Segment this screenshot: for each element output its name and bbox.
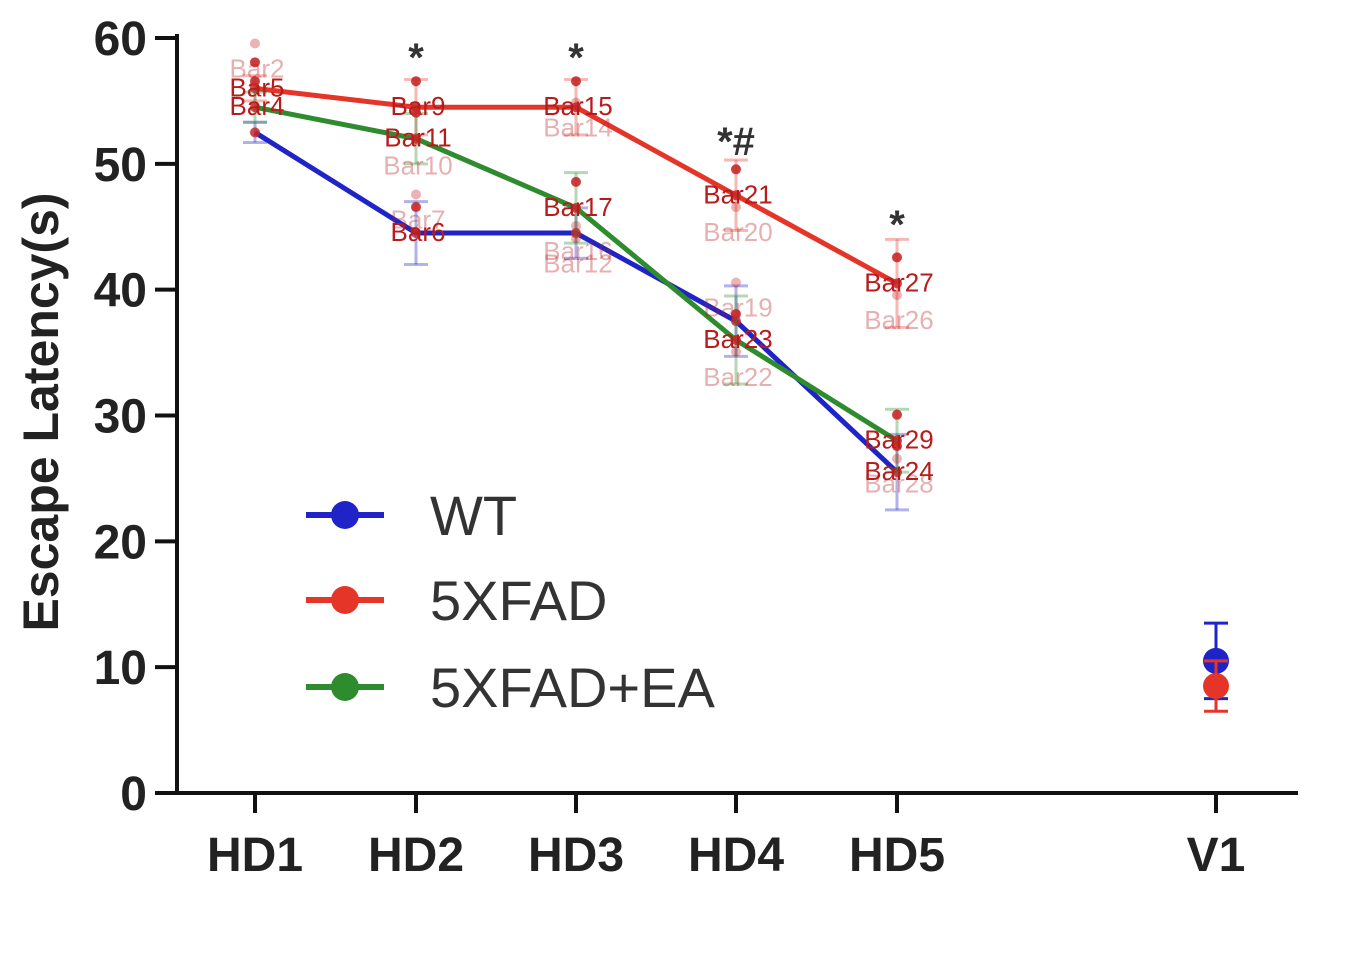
legend-label: 5XFAD bbox=[430, 569, 607, 632]
series-5xfad-ea bbox=[243, 90, 909, 474]
label-dot bbox=[411, 76, 421, 87]
legend-item: 5XFAD+EA bbox=[306, 656, 715, 719]
bar-label: Bar28 bbox=[864, 469, 933, 499]
label-dot bbox=[411, 135, 421, 146]
label-dot bbox=[731, 277, 741, 288]
y-tick-label: 0 bbox=[120, 768, 147, 821]
significance-marker: *# bbox=[717, 120, 755, 164]
label-dot bbox=[571, 176, 581, 187]
bar-label: Bar4 bbox=[230, 91, 285, 121]
label-dot bbox=[571, 233, 581, 244]
data-point bbox=[250, 83, 260, 94]
label-dot bbox=[250, 57, 260, 68]
y-tick-label: 40 bbox=[94, 265, 147, 318]
legend: WT 5XFAD 5XFAD+EA bbox=[306, 484, 715, 719]
legend-label: 5XFAD+EA bbox=[430, 656, 715, 719]
bar-label: Bar16 bbox=[543, 236, 612, 266]
label-dot bbox=[571, 220, 581, 231]
data-point bbox=[731, 316, 741, 327]
x-tick-label: HD4 bbox=[688, 829, 784, 882]
data-point bbox=[571, 202, 581, 213]
label-dot bbox=[731, 202, 741, 213]
y-axis-label: Escape Latency(s) bbox=[13, 192, 69, 631]
bar-label: Bar20 bbox=[703, 217, 772, 247]
label-dot bbox=[411, 189, 421, 200]
bar-label: Bar10 bbox=[383, 150, 452, 180]
legend-marker bbox=[331, 586, 359, 614]
bar-label: Bar12 bbox=[543, 249, 612, 279]
data-point bbox=[1203, 673, 1229, 700]
bar-label: Bar19 bbox=[703, 293, 772, 323]
label-dot bbox=[892, 409, 902, 420]
label-dot bbox=[411, 202, 421, 213]
x-tick-label: V1 bbox=[1187, 829, 1246, 882]
label-dot bbox=[892, 441, 902, 452]
significance-marker: * bbox=[408, 36, 424, 80]
data-point bbox=[250, 102, 260, 113]
data-point bbox=[892, 278, 902, 289]
data-point bbox=[411, 228, 421, 239]
label-dot bbox=[411, 107, 421, 118]
bar-label: Bar2 bbox=[230, 53, 285, 83]
significance-marker: * bbox=[889, 203, 905, 247]
bar-label: Bar26 bbox=[864, 305, 933, 335]
label-dot bbox=[892, 252, 902, 263]
label-dot bbox=[731, 346, 741, 357]
bar-label: Bar23 bbox=[703, 324, 772, 354]
significance-marker: * bbox=[568, 36, 584, 80]
data-point bbox=[731, 335, 741, 345]
label-dot bbox=[250, 76, 260, 87]
legend-label: WT bbox=[430, 484, 517, 547]
bar-label: Bar15 bbox=[543, 91, 612, 121]
data-point bbox=[892, 467, 902, 478]
label-dot bbox=[571, 76, 581, 87]
label-dot bbox=[250, 38, 260, 49]
legend-marker bbox=[331, 501, 359, 529]
legend-item: WT bbox=[306, 484, 517, 547]
x-tick-label: HD1 bbox=[207, 829, 303, 882]
y-tick-label: 20 bbox=[94, 516, 147, 569]
y-tick-label: 60 bbox=[94, 13, 147, 66]
data-point bbox=[571, 102, 581, 113]
data-point bbox=[250, 127, 260, 138]
legend-marker bbox=[331, 673, 359, 701]
y-tick-label: 30 bbox=[94, 391, 147, 444]
legend-item: 5XFAD bbox=[306, 569, 607, 632]
bar-label: Bar11 bbox=[384, 123, 451, 153]
label-dot bbox=[571, 97, 581, 108]
bar-label: Bar29 bbox=[864, 425, 933, 455]
x-tick-label: HD5 bbox=[849, 829, 945, 882]
bar-label: Bar22 bbox=[703, 362, 772, 392]
bar-label: Bar14 bbox=[543, 113, 612, 143]
bar-label: Bar24 bbox=[864, 456, 933, 486]
label-dot bbox=[731, 164, 741, 175]
data-point bbox=[571, 228, 581, 239]
x-tick-label: HD2 bbox=[368, 829, 464, 882]
x-tick-label: HD3 bbox=[528, 829, 624, 882]
data-point bbox=[411, 133, 421, 144]
label-dot bbox=[731, 309, 741, 319]
bar-label: Bar6 bbox=[391, 217, 446, 247]
bar-label: Bar21 bbox=[703, 179, 772, 209]
data-point bbox=[731, 190, 741, 201]
bar-label: Bar27 bbox=[864, 267, 933, 297]
y-tick-label: 10 bbox=[94, 642, 147, 695]
y-tick-label: 50 bbox=[94, 139, 147, 192]
bar-label: Bar7 bbox=[391, 204, 446, 234]
bar-label: Bar17 bbox=[543, 192, 612, 222]
label-dot bbox=[892, 290, 902, 301]
label-dot bbox=[892, 453, 902, 464]
